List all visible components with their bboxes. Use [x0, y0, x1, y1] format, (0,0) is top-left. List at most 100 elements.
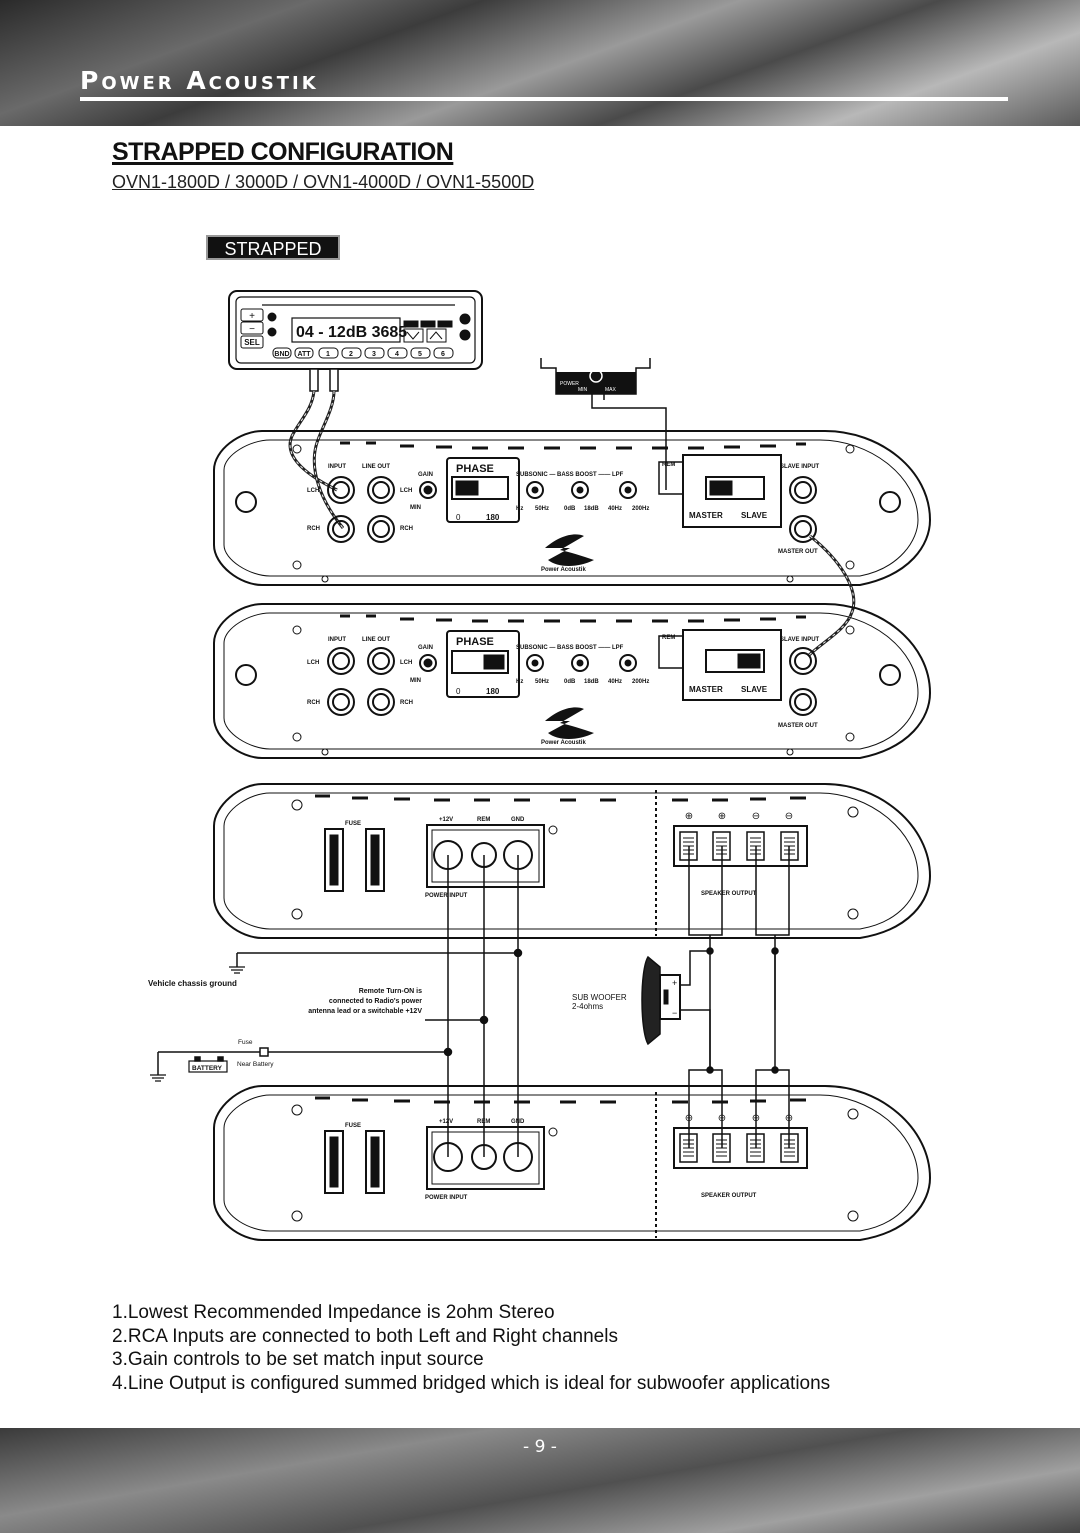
remote-power-label: POWER: [560, 381, 579, 387]
lch-label: LCH: [307, 488, 319, 494]
freq-50: 50Hz: [535, 506, 549, 512]
strapped-badge: STRAPPED: [206, 235, 340, 260]
freq-200-2: 200Hz: [632, 679, 649, 685]
slave-label-2: SLAVE: [741, 685, 768, 694]
rch-label-2: RCH: [307, 700, 320, 706]
freq-0db: 0dB: [564, 506, 576, 512]
term-sign-4: ⊖: [785, 811, 793, 822]
gain-label: GAIN: [418, 472, 433, 478]
head-unit-display: 04 - 12dB 3685: [296, 324, 407, 341]
remote-note-3: antenna lead or a switchable +12V: [308, 1008, 422, 1015]
plus12-label: +12V: [439, 817, 453, 823]
phase-label-2: PHASE: [456, 636, 494, 648]
phase-0-2: 0: [456, 687, 461, 696]
note-item: 1.Lowest Recommended Impedance is 2ohm S…: [112, 1302, 555, 1323]
rch-out-label: RCH: [400, 526, 413, 532]
fuse-label: FUSE: [345, 821, 361, 827]
head-unit: + − SEL 04 - 12dB 3685 BND ATT 1 2 3: [228, 290, 483, 392]
btn-preset-4: 4: [395, 351, 399, 358]
rem-rear-label: REM: [477, 817, 490, 823]
term-sign-1: ⊕: [685, 811, 693, 822]
wiring-diagram: + − SEL 04 - 12dB 3685 BND ATT 1 2 3: [148, 290, 932, 1241]
header-rule: [80, 97, 1008, 101]
amp-rear-master: FUSE +12V REM GND POWER INPUT ⊕ ⊕ ⊖ ⊖ SP…: [213, 783, 932, 939]
subsonic-label-2: SUBSONIC — BASS BOOST —— LPF: [516, 645, 624, 651]
fuse-wire-label: Fuse: [238, 1039, 253, 1046]
freq-40: 40Hz: [608, 506, 622, 512]
speaker-output-label-2: SPEAKER OUTPUT: [701, 1193, 757, 1199]
freq-0db-2: 0dB: [564, 679, 576, 685]
amp-front-master: INPUT LINE OUT LCH RCH LCH RCH GAIN MIN …: [213, 430, 932, 586]
power-input-label: POWER INPUT: [425, 893, 468, 899]
amp-logo-2: Power Acoustik: [541, 740, 586, 746]
btn-att: ATT: [297, 351, 311, 358]
freq-50-2: 50Hz: [535, 679, 549, 685]
btn-preset-1: 1: [326, 351, 330, 358]
battery-label: BATTERY: [192, 1065, 223, 1072]
phase-180-2: 180: [486, 687, 500, 696]
gain-min-label-2: MIN: [410, 678, 421, 684]
chassis-ground-label: Vehicle chassis ground: [148, 979, 237, 988]
slave-label: SLAVE: [741, 511, 768, 520]
master-label-2: MASTER: [689, 685, 723, 694]
lch-out-label: LCH: [400, 488, 412, 494]
key-plus: +: [249, 311, 255, 322]
amp-rear-slave: FUSE +12V REM GND POWER INPUT ⊕ ⊕ ⊖ ⊖ SP…: [213, 1085, 932, 1241]
master-label: MASTER: [689, 511, 723, 520]
btn-preset-2: 2: [349, 351, 353, 358]
sub-woofer-label: SUB WOOFER: [572, 993, 627, 1002]
subwoofer-icon: + − SUB WOOFER 2-4ohms: [572, 955, 681, 1046]
btn-preset-5: 5: [418, 351, 422, 358]
btn-bnd: BND: [274, 351, 289, 358]
rem-label: REM: [662, 462, 675, 468]
phase-label: PHASE: [456, 463, 494, 475]
near-battery-label: Near Battery: [237, 1061, 274, 1068]
rca-cables: [288, 390, 345, 529]
rch-out-label-2: RCH: [400, 700, 413, 706]
model-list: OVN1-1800D / 3000D / OVN1-4000D / OVN1-5…: [112, 172, 535, 192]
notes-list: 1.Lowest Recommended Impedance is 2ohm S…: [112, 1301, 830, 1395]
fuse-label-2: FUSE: [345, 1123, 361, 1129]
input-label-2: INPUT: [328, 637, 346, 643]
gain-min-label: MIN: [410, 505, 421, 511]
remote-max-label: MAX: [605, 387, 617, 393]
remote-min-label: MIN: [578, 387, 588, 393]
speaker-wiring: [680, 846, 790, 1148]
page-title: STRAPPED CONFIGURATION: [112, 138, 454, 166]
lch-label-2: LCH: [307, 660, 319, 666]
term-sign-2: ⊕: [718, 811, 726, 822]
header-banner: [0, 0, 1080, 126]
ohms-label: 2-4ohms: [572, 1002, 603, 1011]
note-item: 4.Line Output is configured summed bridg…: [112, 1372, 831, 1394]
amp-front-slave: INPUT LINE OUT LCH RCH LCH RCH GAIN MIN …: [213, 603, 932, 759]
phase-0: 0: [456, 513, 461, 522]
line-out-label-2: LINE OUT: [362, 637, 390, 643]
power-wiring: BATTERY Fuse Near Battery Vehicle chassi…: [148, 855, 523, 1157]
svg-text:+: +: [672, 978, 677, 988]
page-number: - 9 -: [523, 1437, 557, 1457]
rch-label: RCH: [307, 526, 320, 532]
phase-180: 180: [486, 513, 500, 522]
lch-out-label-2: LCH: [400, 660, 412, 666]
key-minus: −: [249, 324, 255, 335]
key-sel: SEL: [244, 338, 260, 347]
plus12-label-2: +12V: [439, 1119, 453, 1125]
amp-logo-1: Power Acoustik: [541, 567, 586, 573]
slave-input-label: SLAVE INPUT: [780, 464, 820, 470]
freq-40-2: 40Hz: [608, 679, 622, 685]
note-item: 3.Gain controls to be set match input so…: [112, 1349, 484, 1370]
remote-bass-knob: POWER MIN MAX: [540, 358, 651, 395]
freq-18db: 18dB: [584, 506, 599, 512]
footer-banner: [0, 1428, 1080, 1533]
remote-note-2: connected to Radio's power: [329, 998, 422, 1005]
rem-label-2: REM: [662, 635, 675, 641]
gnd-label: GND: [511, 817, 525, 823]
master-out-label: MASTER OUT: [778, 549, 818, 555]
freq-18db-2: 18dB: [584, 679, 599, 685]
power-input-label-2: POWER INPUT: [425, 1195, 468, 1201]
note-item: 2.RCA Inputs are connected to both Left …: [112, 1325, 618, 1347]
slave-input-label-2: SLAVE INPUT: [780, 637, 820, 643]
line-out-label: LINE OUT: [362, 464, 390, 470]
input-label: INPUT: [328, 464, 346, 470]
remote-note-1: Remote Turn-ON is: [359, 988, 422, 995]
